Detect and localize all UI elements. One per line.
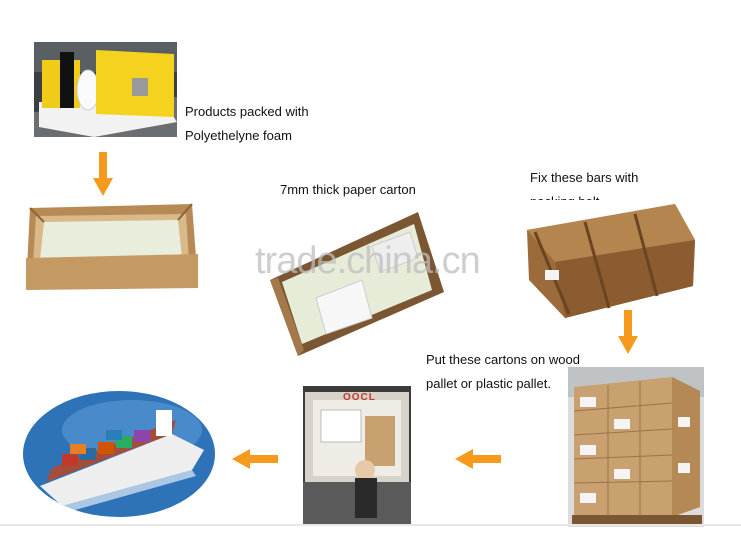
step4-caption: Put these cartons on wood pallet or plas… (426, 348, 580, 396)
container-ship-photo (22, 390, 217, 518)
foam-packed-products-photo (34, 42, 177, 137)
down-arrow-icon (93, 152, 113, 201)
left-arrow-icon (455, 449, 501, 474)
step1-caption-line1: Products packed with (185, 104, 309, 119)
step4-caption-line2: pallet or plastic pallet. (426, 376, 552, 391)
open-carton-photo (22, 198, 200, 293)
container-logo-text: OOCL (343, 392, 376, 403)
bottom-divider (0, 524, 741, 526)
watermark-text: trade.china.cn (255, 240, 481, 282)
strapped-carton-photo (525, 200, 697, 320)
step1-caption: Products packed with Polyethelyne foam (185, 100, 309, 148)
palletized-cartons-photo (568, 367, 704, 527)
step4-caption-line1: Put these cartons on wood (426, 352, 580, 367)
step2-caption: 7mm thick paper carton (280, 182, 416, 197)
down-arrow-icon (618, 310, 638, 359)
left-arrow-icon (232, 449, 278, 474)
step1-caption-line2: Polyethelyne foam (185, 128, 292, 143)
container-loading-photo: OOCL (303, 386, 411, 526)
step3-caption-line1: Fix these bars with (530, 170, 639, 185)
paper-carton-photo (268, 210, 446, 356)
